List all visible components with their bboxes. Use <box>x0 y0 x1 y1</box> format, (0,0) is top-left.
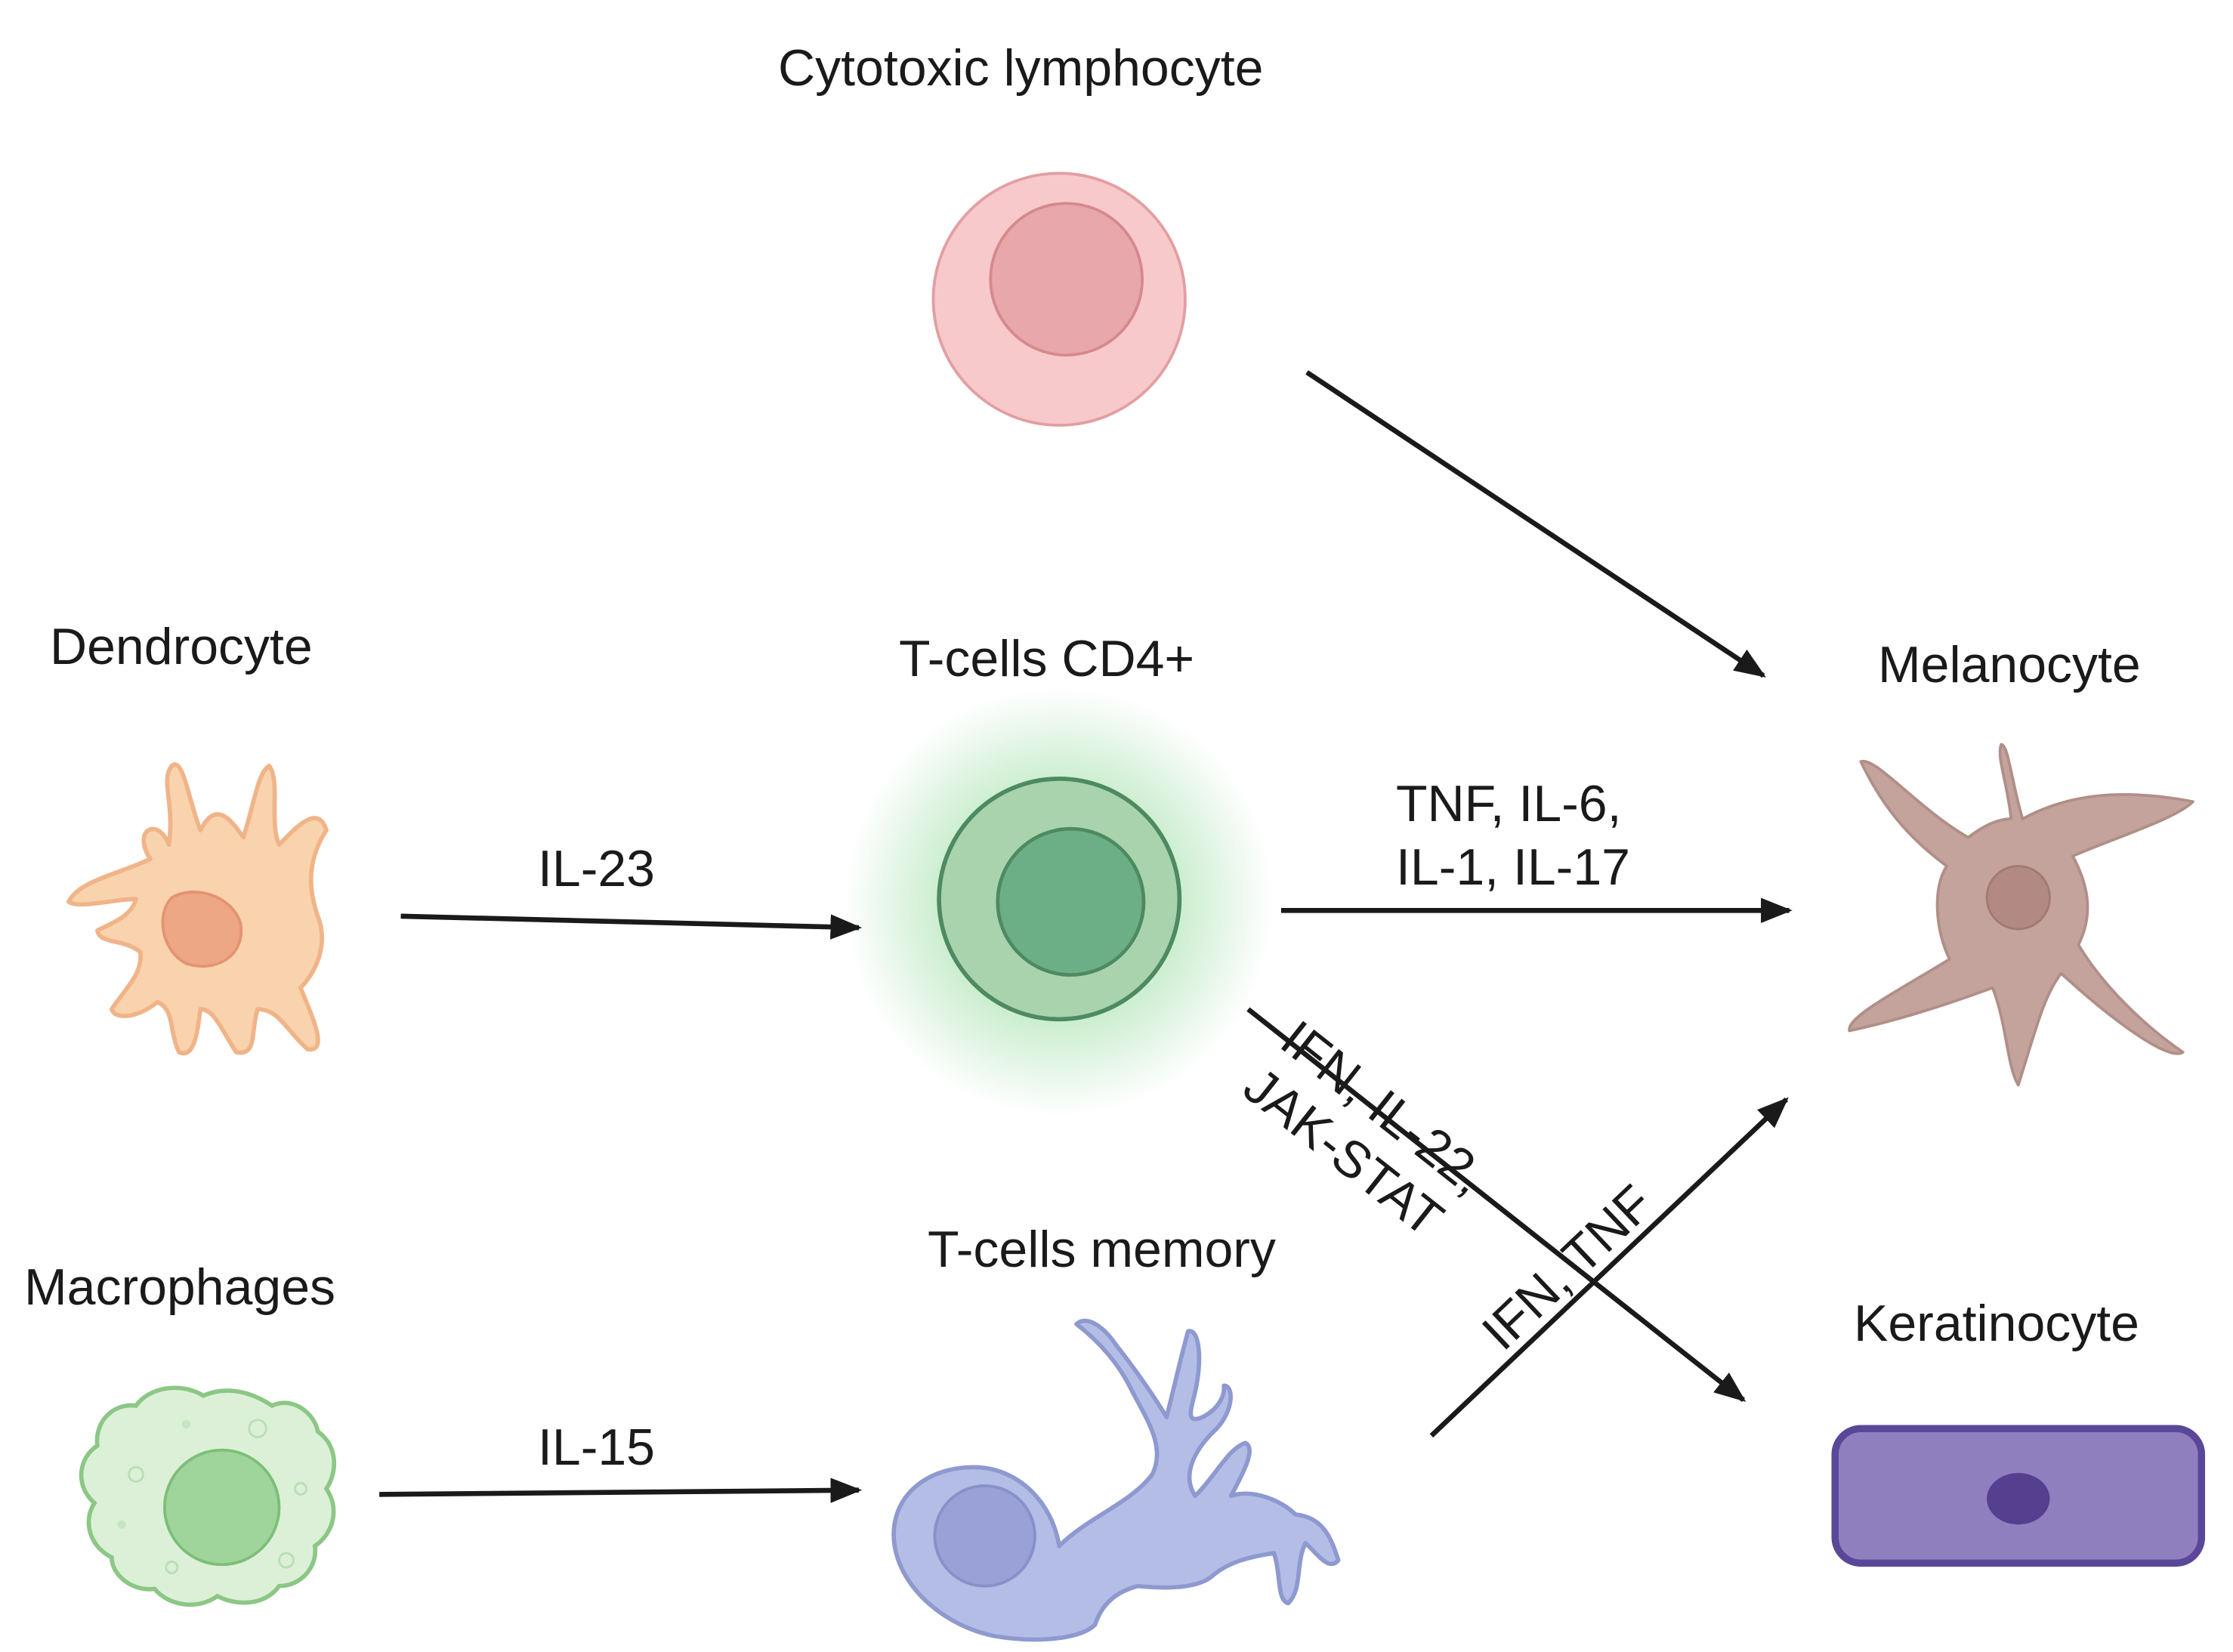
edge-label-il1-il17: IL-1, IL-17 <box>1396 838 1630 896</box>
label-t-cells-cd4: T-cells CD4+ <box>899 630 1195 687</box>
cytotoxic-lymphocyte-cell-icon <box>931 171 1187 427</box>
keratinocyte-cell-icon <box>1831 1425 2206 1567</box>
edge-label-tnf-il6: TNF, IL-6, <box>1396 775 1622 832</box>
dendrocyte-cell-icon <box>66 762 329 1056</box>
arrow-macrophages-to-tmemory <box>379 1478 863 1503</box>
ifn-il22-label-group: IFN, IL-22, JAK-STAT <box>1233 1010 1496 1248</box>
label-keratinocyte: Keratinocyte <box>1854 1295 2139 1352</box>
ifn-tnf-label-group: IFN, TNF <box>1472 1174 1664 1360</box>
arrow-cytotoxic-to-melanocyte <box>1305 370 1766 678</box>
melanocyte-cell-icon <box>1848 743 2194 1087</box>
arrow-dendrocyte-to-tcd4 <box>400 913 863 940</box>
macrophage-cell-icon <box>79 1385 337 1607</box>
edge-label-il23: IL-23 <box>538 840 655 897</box>
label-melanocyte: Melanocyte <box>1878 636 2141 693</box>
label-cytotoxic-lymphocyte: Cytotoxic lymphocyte <box>778 39 1264 97</box>
t-cells-memory-cell-icon <box>891 1318 1341 1642</box>
arrow-tcd4-to-keratinocyte <box>1246 1007 1747 1402</box>
edge-label-il15: IL-15 <box>538 1419 655 1476</box>
t-cells-cd4-cell-icon <box>844 687 1274 1117</box>
label-macrophages: Macrophages <box>24 1258 336 1316</box>
edge-label-ifn-tnf: IFN, TNF <box>1472 1174 1664 1360</box>
arrow-tmemory-to-melanocyte <box>1429 1097 1789 1438</box>
label-t-cells-memory: T-cells memory <box>928 1221 1276 1278</box>
label-dendrocyte: Dendrocyte <box>50 618 313 675</box>
